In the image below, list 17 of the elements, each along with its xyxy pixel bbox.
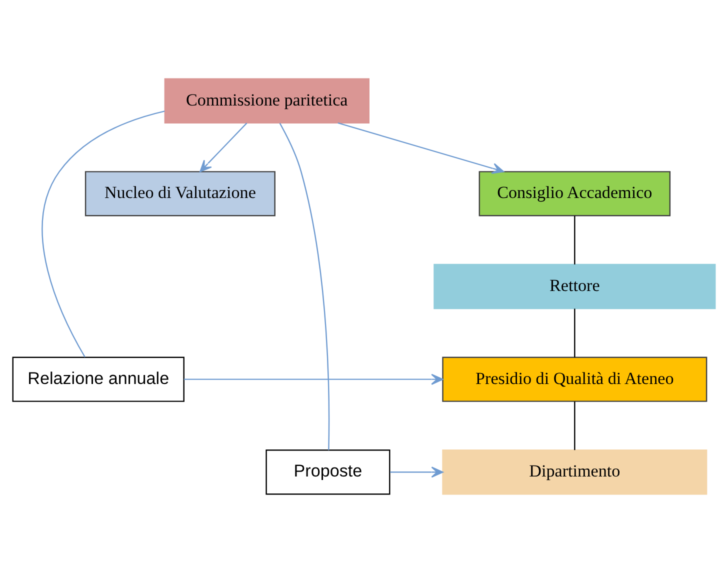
connector (574, 308, 576, 357)
node-box: Relazione annuale (12, 356, 184, 402)
connector (574, 401, 576, 450)
node-box: Proposte (266, 449, 390, 494)
arrow (390, 466, 444, 478)
node-box: Nucleo di Valutazione (84, 170, 276, 216)
connector (42, 110, 165, 357)
node-box: Dipartimento (442, 449, 708, 494)
arrow (338, 122, 504, 174)
node-box: Commissione paritetica (164, 78, 370, 123)
arrow (200, 122, 248, 172)
connector (574, 215, 576, 264)
node-box: Presidio di Qualità di Ateneo (442, 356, 708, 402)
arrow (184, 373, 444, 384)
node-box: Rettore (434, 263, 716, 309)
node-box: Consiglio Accademico (478, 170, 671, 216)
connector (279, 122, 330, 450)
